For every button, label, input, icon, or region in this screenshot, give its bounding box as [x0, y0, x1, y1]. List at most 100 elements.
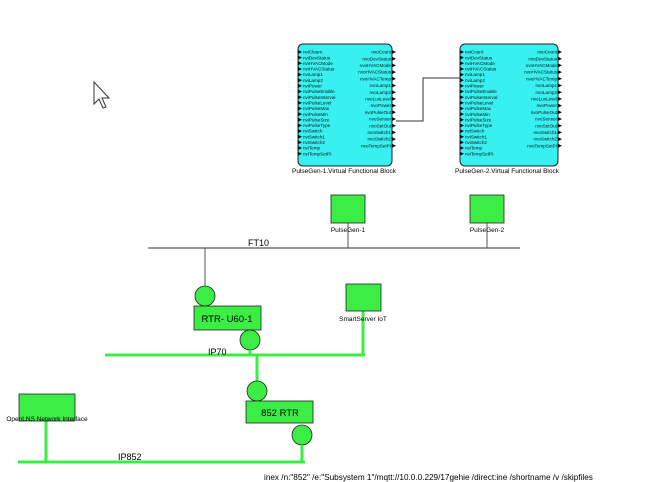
input-pin-arrow-icon[interactable]	[298, 72, 302, 77]
input-pin-arrow-icon[interactable]	[298, 100, 302, 105]
input-pin-arrow-icon[interactable]	[298, 106, 302, 111]
output-pin-arrow-icon[interactable]	[392, 103, 396, 108]
output-pin-arrow-icon[interactable]	[558, 56, 562, 61]
rtr-u60-port-top[interactable]	[194, 285, 216, 307]
output-pin-arrow-icon[interactable]	[392, 117, 396, 121]
output-pin-arrow-icon[interactable]	[392, 110, 396, 115]
input-pin-label: nviPower	[465, 84, 484, 89]
input-pin-label: nviClearn	[303, 50, 323, 55]
output-pin-label: nvoSetOut	[369, 123, 391, 128]
output-pin-label: nvoLamp1	[536, 83, 558, 88]
input-pin-arrow-icon[interactable]	[298, 55, 302, 60]
input-pin-arrow-icon[interactable]	[460, 50, 464, 54]
input-pin-arrow-icon[interactable]	[298, 134, 302, 139]
input-pin-label: nviSwitch2	[303, 140, 325, 145]
input-pin-arrow-icon[interactable]	[298, 61, 302, 66]
output-pin-arrow-icon[interactable]	[392, 90, 396, 95]
input-pin-arrow-icon[interactable]	[460, 151, 464, 156]
output-pin-arrow-icon[interactable]	[558, 143, 562, 148]
output-pin-arrow-icon[interactable]	[392, 56, 396, 61]
input-pin-arrow-icon[interactable]	[298, 66, 302, 71]
output-pin-label: nvoTempSetPt	[527, 143, 558, 148]
output-pin-arrow-icon[interactable]	[558, 50, 562, 54]
input-pin-label: nviPulseInterval	[465, 95, 497, 100]
output-pin-arrow-icon[interactable]	[392, 63, 396, 68]
output-pin-label: nvoDevStatus	[362, 56, 391, 61]
output-pin-arrow-icon[interactable]	[558, 117, 562, 121]
output-pin-arrow-icon[interactable]	[558, 83, 562, 88]
input-pin-arrow-icon[interactable]	[298, 123, 302, 128]
input-pin-arrow-icon[interactable]	[298, 112, 302, 117]
input-pin-arrow-icon[interactable]	[460, 140, 464, 145]
input-pin-arrow-icon[interactable]	[298, 117, 302, 122]
output-pin-arrow-icon[interactable]	[392, 50, 396, 54]
input-pin-arrow-icon[interactable]	[298, 129, 302, 134]
input-pin-label: nviPulseMax	[303, 106, 330, 111]
input-pin-arrow-icon[interactable]	[460, 55, 464, 60]
input-pin-arrow-icon[interactable]	[460, 123, 464, 128]
input-pin-arrow-icon[interactable]	[460, 129, 464, 134]
output-pin-arrow-icon[interactable]	[392, 137, 396, 142]
input-pin-arrow-icon[interactable]	[298, 95, 302, 100]
output-pin-arrow-icon[interactable]	[392, 70, 396, 75]
output-pin-arrow-icon[interactable]	[558, 70, 562, 75]
input-pin-label: nviTemp	[465, 146, 483, 151]
smartserver-iot-device[interactable]	[345, 283, 382, 312]
input-pin-arrow-icon[interactable]	[460, 66, 464, 71]
input-pin-arrow-icon[interactable]	[460, 78, 464, 83]
rtr-u60-router[interactable]	[193, 305, 262, 331]
input-pin-arrow-icon[interactable]	[460, 100, 464, 105]
rtr-852-port-bottom[interactable]	[291, 424, 313, 446]
input-pin-arrow-icon[interactable]	[460, 112, 464, 117]
pulsegen-1-device[interactable]	[330, 194, 366, 224]
input-pin-arrow-icon[interactable]	[298, 151, 302, 156]
block-connection-line[interactable]	[396, 77, 461, 122]
output-pin-arrow-icon[interactable]	[392, 96, 396, 101]
output-pin-arrow-icon[interactable]	[558, 130, 562, 135]
input-pin-label: nviTempSetPt	[465, 151, 494, 156]
input-pin-arrow-icon[interactable]	[460, 61, 464, 66]
output-pin-arrow-icon[interactable]	[558, 123, 562, 128]
input-pin-arrow-icon[interactable]	[460, 134, 464, 139]
output-pin-label: nvoDevStatus	[528, 56, 557, 61]
output-pin-arrow-icon[interactable]	[558, 76, 562, 81]
output-pins: nvoCountnvoDevStatusnvoHVACModenvoHVACSt…	[524, 50, 562, 148]
output-pin-arrow-icon[interactable]	[558, 90, 562, 95]
rtr-852-router[interactable]	[245, 400, 314, 424]
input-pin-arrow-icon[interactable]	[460, 117, 464, 122]
rtr-852-router-label: 852 RTR	[261, 408, 299, 419]
input-pin-arrow-icon[interactable]	[460, 95, 464, 100]
input-pin-label: nviDevStatus	[465, 55, 493, 60]
output-pin-label: nvoLamp1	[370, 83, 392, 88]
rtr-852-port-top[interactable]	[246, 380, 268, 402]
rtr-u60-port-bottom[interactable]	[239, 329, 261, 351]
output-pin-arrow-icon[interactable]	[558, 96, 562, 101]
output-pin-arrow-icon[interactable]	[392, 143, 396, 148]
input-pin-label: nviHVACStatus	[465, 67, 497, 72]
input-pin-arrow-icon[interactable]	[298, 78, 302, 83]
functional-block-pulsegen-1[interactable]: nviClearnnviDevStatusnviHVACModenviHVACS…	[297, 43, 396, 167]
input-pin-arrow-icon[interactable]	[298, 50, 302, 54]
input-pin-arrow-icon[interactable]	[298, 146, 302, 151]
input-pin-arrow-icon[interactable]	[298, 89, 302, 94]
openlns-network-interface-device[interactable]	[18, 393, 76, 422]
output-pin-arrow-icon[interactable]	[558, 110, 562, 115]
output-pin-arrow-icon[interactable]	[392, 76, 396, 81]
output-pin-arrow-icon[interactable]	[392, 83, 396, 88]
output-pin-label: nvoLuxLevel	[365, 97, 391, 102]
input-pin-arrow-icon[interactable]	[298, 140, 302, 145]
output-pin-arrow-icon[interactable]	[558, 137, 562, 142]
input-pin-arrow-icon[interactable]	[460, 89, 464, 94]
output-pin-label: nvoSwitch2	[368, 137, 392, 142]
input-pin-arrow-icon[interactable]	[460, 83, 464, 88]
output-pin-arrow-icon[interactable]	[558, 63, 562, 68]
output-pin-arrow-icon[interactable]	[392, 123, 396, 128]
pulsegen-2-device[interactable]	[469, 194, 505, 224]
input-pin-arrow-icon[interactable]	[460, 106, 464, 111]
functional-block-pulsegen-2[interactable]: nviCountnviDevStatusnviHVACModenviHVACSt…	[459, 43, 562, 167]
input-pin-arrow-icon[interactable]	[298, 83, 302, 88]
input-pin-arrow-icon[interactable]	[460, 72, 464, 77]
output-pin-arrow-icon[interactable]	[558, 103, 562, 108]
input-pin-arrow-icon[interactable]	[460, 146, 464, 151]
output-pin-arrow-icon[interactable]	[392, 130, 396, 135]
